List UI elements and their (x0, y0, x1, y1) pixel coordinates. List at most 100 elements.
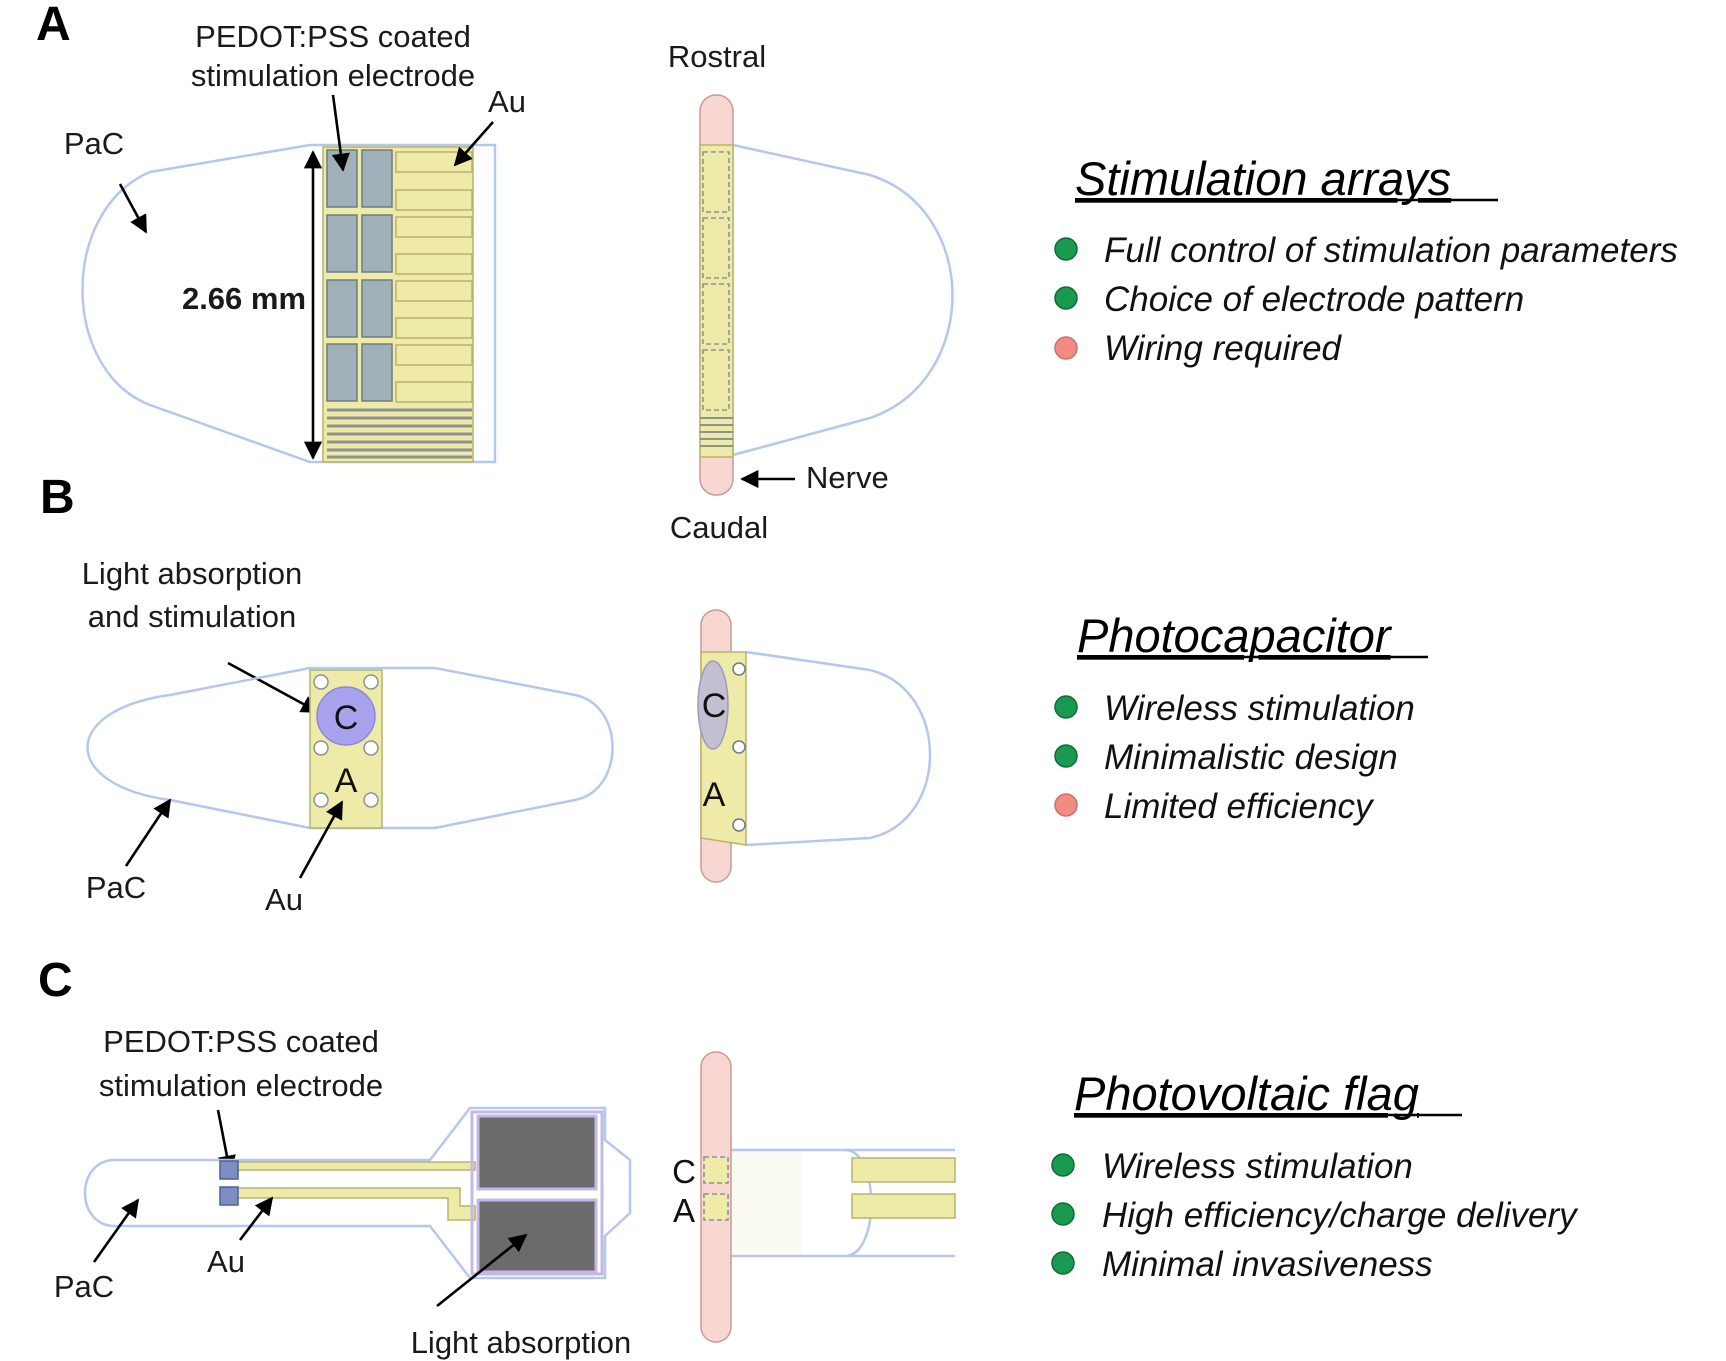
panel-a-electrode-label-line1: PEDOT:PSS coated (195, 19, 471, 54)
pedot-pad (361, 149, 393, 208)
panel-c-au-arrow (238, 1196, 274, 1241)
panel-c-bullets: Wireless stimulation High efficiency/cha… (1051, 1147, 1579, 1284)
panel-c: C PEDOT:PSS coated stimulation electrode… (38, 954, 1579, 1360)
bullet-dot (1054, 286, 1078, 310)
au-trace (395, 151, 473, 173)
panel-b-wrapped-anode-label: A (703, 776, 726, 814)
panel-a-pac-label: PaC (64, 126, 124, 161)
panel-a-au-label: Au (488, 84, 526, 119)
panel-b-letter: B (40, 471, 75, 524)
au-trace (395, 344, 473, 366)
bullet-dot (1054, 744, 1078, 768)
au-trace (395, 317, 473, 339)
pedot-pad (361, 343, 393, 402)
panel-c-flag-strip-bottom (851, 1193, 956, 1219)
panel-c-pac-outline (83, 1106, 632, 1280)
bullet-text: Minimalistic design (1104, 738, 1398, 777)
panel-b-title: Photocapacitor (1077, 609, 1393, 662)
panel-a-wrapped-pads (702, 151, 730, 411)
panel-a-wrapped-array (699, 144, 734, 458)
bullet-dot (1054, 336, 1078, 360)
panel-b-absorption-label-line1: Light absorption (82, 556, 303, 591)
panel-a-electrode-arrow (331, 94, 350, 172)
panel-a: A (36, 0, 1678, 545)
au-trace (395, 381, 473, 403)
panel-b-cathode-label: C (334, 699, 359, 737)
panel-c-title: Photovoltaic flag (1074, 1067, 1419, 1120)
nerve-label: Nerve (806, 460, 889, 495)
pedot-pad (326, 279, 358, 338)
bullet-dot (1051, 1153, 1075, 1177)
panel-b-au-label: Au (265, 882, 303, 917)
bullet-dot (1051, 1251, 1075, 1275)
bullet-text: High efficiency/charge delivery (1102, 1196, 1579, 1235)
panel-a-wrapped-contacts (700, 417, 733, 447)
bullet-text: Wireless stimulation (1104, 689, 1415, 728)
panel-c-wrapped-pads (703, 1156, 729, 1221)
panel-b-pac-arrow (124, 798, 172, 867)
pedot-pad (326, 343, 358, 402)
panel-a-pac-arrow (118, 183, 148, 234)
panel-b-au-arrow (298, 800, 344, 879)
panel-c-absorber-bottom (476, 1198, 598, 1274)
bullet-text: Limited efficiency (1104, 787, 1375, 826)
panel-a-pac-outline (81, 143, 497, 464)
panel-a-au-arrow (453, 121, 494, 167)
panel-c-pedot-pad-bottom (219, 1186, 239, 1206)
panel-c-absorber-frame (470, 1110, 604, 1276)
panel-a-wrap-outline (732, 143, 954, 457)
panel-c-electrode-label-line1: PEDOT:PSS coated (103, 1024, 379, 1059)
pedot-pad (361, 279, 393, 338)
panel-c-pac-arrow (92, 1198, 140, 1263)
caudal-label: Caudal (670, 510, 768, 545)
panel-c-absorber-top (476, 1114, 598, 1191)
panel-a-bullets: Full control of stimulation parameters C… (1054, 231, 1678, 368)
bullet-text: Wireless stimulation (1102, 1147, 1413, 1186)
panel-a-letter: A (36, 0, 71, 51)
panel-b-absorption-label-line2: and stimulation (88, 599, 297, 634)
panel-b-wrapped-holes (732, 662, 746, 832)
panel-c-absorption-label: Light absorption (411, 1325, 632, 1360)
panel-a-title: Stimulation arrays (1075, 152, 1451, 205)
panel-b-cathode-disc (316, 686, 376, 746)
au-trace (395, 280, 473, 302)
contact-lines (327, 408, 472, 459)
rostral-label: Rostral (668, 39, 766, 74)
panel-b-absorption-arrow (227, 661, 320, 714)
panel-c-absorption-arrow (436, 1233, 528, 1308)
panel-c-pac-label: PaC (54, 1269, 114, 1304)
panel-c-pedot-pad-top (219, 1160, 239, 1180)
bullet-text: Choice of electrode pattern (1104, 280, 1524, 319)
panel-c-electrode-label-line2: stimulation electrode (99, 1068, 383, 1103)
pedot-pad (326, 214, 358, 273)
panel-b-wrapped-cathode-label: C (702, 687, 727, 725)
bullet-text: Minimal invasiveness (1102, 1245, 1433, 1284)
panel-c-au-label: Au (207, 1244, 245, 1279)
panel-c-trace-top (233, 1161, 476, 1171)
bullet-dot (1054, 237, 1078, 261)
bullet-text: Wiring required (1104, 329, 1343, 368)
panel-b-anode-label: A (335, 762, 358, 800)
bullet-dot (1054, 793, 1078, 817)
panel-a-electrode-label-line2: stimulation electrode (191, 58, 475, 93)
bullet-dot (1054, 695, 1078, 719)
bullet-text: Full control of stimulation parameters (1104, 231, 1678, 270)
au-trace (395, 189, 473, 211)
panel-c-trace-bottom (233, 1187, 476, 1221)
panel-b: B Light absorption and stimulation C A P… (40, 471, 1428, 917)
bullet-dot (1051, 1202, 1075, 1226)
panel-c-anode-label: A (673, 1192, 695, 1229)
panel-a-electrode-array (322, 146, 474, 463)
au-trace (395, 216, 473, 238)
pedot-pad (361, 214, 393, 273)
panel-c-cathode-label: C (672, 1153, 696, 1190)
panel-b-pac-label: PaC (86, 870, 146, 905)
au-trace (395, 253, 473, 275)
panel-c-flag-strip-top (851, 1157, 956, 1183)
panel-b-wrapped-cathode (697, 660, 729, 750)
panel-b-wrap-outline (745, 650, 932, 847)
dimension-label: 2.66 mm (182, 281, 306, 316)
panel-b-bullets: Wireless stimulation Minimalistic design… (1054, 689, 1415, 826)
panel-b-holes (313, 674, 379, 808)
